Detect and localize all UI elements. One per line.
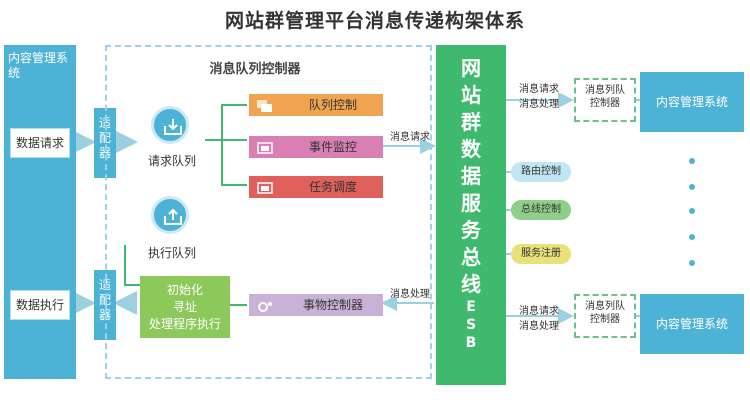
data-execute-box: 数据执行 [10, 290, 70, 320]
gear-icon [257, 298, 273, 312]
queue-control-bar: 队列控制 [249, 94, 383, 116]
esb-char: 站 [461, 83, 481, 107]
cms-right-top: 内容管理系统 [640, 72, 744, 132]
execute-queue-label: 执行队列 [147, 246, 196, 260]
ellipsis-dot [689, 260, 695, 266]
ellipsis-dot [689, 158, 695, 164]
task-schedule-bar: 任务调度 [249, 176, 383, 198]
service-registry-pill: 服务注册 [511, 244, 571, 264]
inbox-download-icon [151, 106, 189, 144]
event-monitor-bar: 事件监控 [249, 136, 383, 158]
window-icon [257, 140, 273, 154]
arrow-label-request: 消息请求 [390, 132, 430, 143]
esb-char: 数 [461, 137, 481, 161]
esb-bus: 网 站 群 数 据 服 务 总 线 E S B [436, 45, 506, 385]
transaction-controller-label: 事物控制器 [302, 298, 363, 312]
queue-controller-region [105, 45, 432, 379]
right-top-ann-2: 消息处理 [519, 99, 559, 110]
init-line-1: 初始化 [166, 283, 203, 297]
ellipsis-dot [689, 208, 695, 214]
init-line-2: 寻址 [172, 300, 197, 314]
cms-left-column: 内容管理系统 [4, 45, 76, 379]
right-qc-top-line-2: 控制器 [590, 98, 620, 109]
right-bottom-ann: 消息请求 消息处理 [512, 304, 566, 334]
right-bottom-ann-2: 消息处理 [519, 321, 559, 332]
transaction-controller-bar: 事物控制器 [249, 294, 383, 316]
window-icon [257, 180, 273, 194]
init-line-3: 处理程序执行 [148, 317, 221, 331]
esb-char: 务 [461, 218, 481, 242]
event-monitor-label: 事件监控 [308, 140, 357, 154]
inbox-upload-icon [151, 196, 189, 234]
right-bottom-ann-1: 消息请求 [519, 306, 559, 317]
task-schedule-label: 任务调度 [308, 180, 357, 194]
data-request-box: 数据请求 [10, 128, 70, 158]
bus-control-pill: 总线控制 [511, 200, 571, 220]
esb-char: 线 [461, 272, 481, 296]
right-qc-bottom-line-2: 控制器 [590, 314, 620, 325]
esb-char: E [466, 299, 476, 315]
right-queue-controller-bottom: 消息列队 控制器 [574, 294, 636, 338]
right-qc-bottom-line-1: 消息列队 [585, 301, 625, 312]
cms-left-label: 内容管理系统 [8, 51, 69, 80]
init-process-box: 初始化 寻址 处理程序执行 [140, 276, 230, 338]
diagram-title: 网站群管理平台消息传递构架体系 [224, 10, 525, 32]
stack-icon [257, 98, 273, 112]
arrow-label-process: 消息处理 [390, 289, 430, 300]
adapter-top: 适配器 [94, 108, 116, 178]
request-queue-label: 请求队列 [147, 154, 196, 168]
esb-char: 群 [461, 110, 481, 134]
esb-char: 网 [461, 56, 481, 80]
esb-char: B [465, 335, 477, 351]
queue-control-label: 队列控制 [308, 98, 357, 112]
ellipsis-dot [689, 184, 695, 190]
right-top-ann: 消息请求 消息处理 [512, 82, 566, 112]
esb-char: S [465, 317, 477, 333]
esb-char: 总 [461, 245, 481, 269]
cms-right-bottom: 内容管理系统 [640, 294, 744, 354]
esb-char: 服 [461, 191, 481, 215]
right-qc-top-line-1: 消息列队 [585, 85, 625, 96]
ellipsis-dot [689, 234, 695, 240]
routing-control-pill: 路由控制 [511, 162, 571, 182]
queue-controller-title: 消息队列控制器 [209, 62, 301, 77]
right-top-ann-1: 消息请求 [519, 84, 559, 95]
esb-char: 据 [461, 164, 481, 188]
right-queue-controller-top: 消息列队 控制器 [574, 78, 636, 122]
